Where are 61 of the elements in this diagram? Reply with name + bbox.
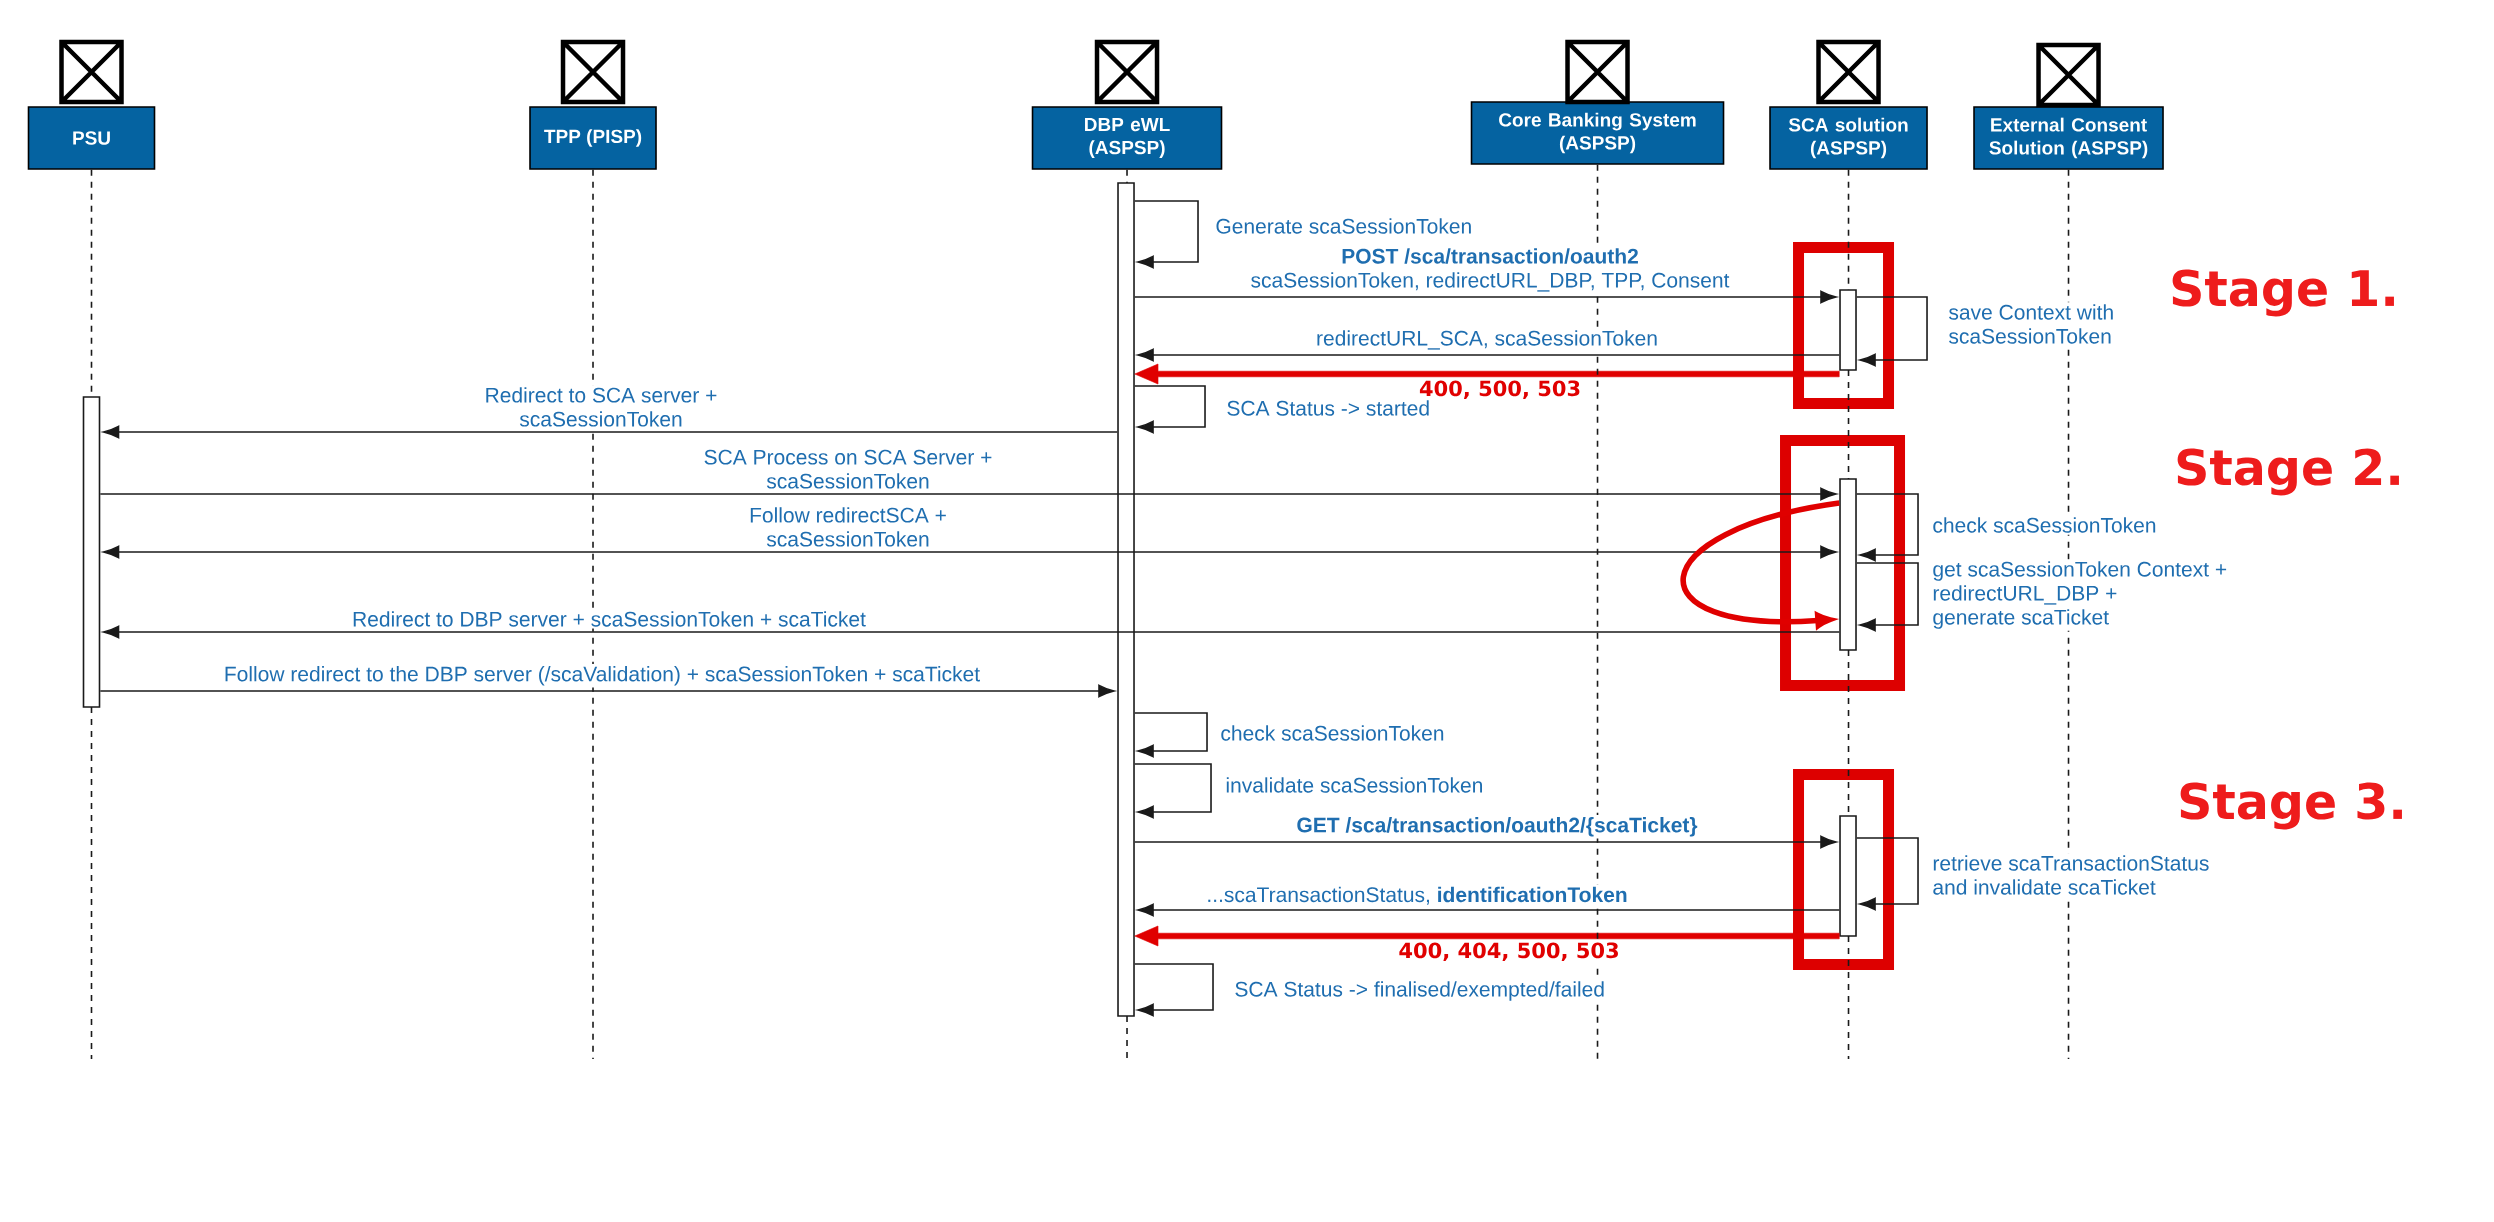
- loop-arrow: [1856, 837, 1919, 911]
- edge-label: redirectURL_SCA, scaSessionToken: [1314, 328, 1660, 352]
- loop-arrow: [1134, 763, 1212, 819]
- edge-label: Redirect to DBP server + scaSessionToken + scaTicket: [350, 609, 868, 629]
- stage-label: Stage 3.: [2180, 782, 2402, 830]
- activation-bar: [1117, 182, 1135, 1017]
- lifeline: [1847, 169, 1850, 1060]
- edge-label: GET /sca/transaction/oauth2/{scaTicket}: [1294, 815, 1700, 839]
- edge-label: 400, 500, 503: [1416, 378, 1584, 401]
- arrow: [102, 425, 1118, 439]
- edge-label: Follow redirect to the DBP server (/scaValidation) + scaSessionToken + scaTicket: [221, 664, 983, 688]
- edge-label: SCA Status -> started: [1224, 398, 1433, 418]
- arrow: [1134, 835, 1837, 849]
- arrow: [102, 545, 1837, 559]
- loop-arrow: [1134, 200, 1199, 269]
- edge-label: SCA Status -> finalised/exempted/failed: [1232, 979, 1608, 1003]
- participant-box: External Consent Solution (ASPSP): [1973, 106, 2164, 170]
- arrow: [99, 487, 1837, 501]
- edge-label: Follow redirectSCA + scaSessionToken: [747, 505, 949, 549]
- arrow: [99, 684, 1115, 698]
- stage-label: Stage 2.: [2177, 448, 2399, 496]
- participant-box: SCA solution (ASPSP): [1769, 106, 1928, 170]
- edge-label: check scaSessionToken: [1218, 723, 1447, 743]
- loop-arrow: [1134, 385, 1206, 434]
- loop-arrow: [1856, 562, 1919, 632]
- arrow: [102, 625, 1840, 639]
- edge-label: check scaSessionToken: [1930, 515, 2159, 535]
- loop-arrow: [1856, 493, 1919, 562]
- activation-bar: [1839, 478, 1857, 651]
- edge-label: save Context with scaSessionToken: [1946, 302, 2117, 346]
- arrow: [1134, 925, 1840, 947]
- edge-label: 400, 404, 500, 503: [1396, 940, 1622, 963]
- edge-label: get scaSessionToken Context + redirectURL_DBP + generate scaTicket: [1930, 559, 2230, 631]
- edge-label: ...scaTransactionStatus, identificationToken: [1204, 884, 1630, 907]
- arrow: [1134, 363, 1840, 385]
- curved-arrow: [1680, 500, 1840, 629]
- edge-label: invalidate scaSessionToken: [1223, 775, 1486, 795]
- lifeline: [592, 169, 594, 1060]
- arrow: [1134, 290, 1837, 304]
- participant-box: Core Banking System (ASPSP): [1470, 101, 1725, 165]
- edge-label: Redirect to SCA server + scaSessionToken: [482, 385, 720, 429]
- edge-label: SCA Process on SCA Server + scaSessionToken: [701, 447, 995, 491]
- loop-arrow: [1134, 712, 1208, 758]
- activation-bar: [82, 396, 101, 708]
- edge-label: POST /sca/transaction/oauth2 scaSessionToken, redirectURL_DBP, TPP, Consent: [1248, 246, 1732, 294]
- lifeline: [90, 169, 93, 1060]
- loop-arrow: [1856, 296, 1928, 367]
- arrow: [1137, 348, 1840, 362]
- participant-box: DBP eWL (ASPSP): [1031, 106, 1223, 170]
- highlight-frame: [1793, 242, 1894, 409]
- edge-label: retrieve scaTransactionStatus and invalidate scaTicket: [1930, 853, 2212, 897]
- participant-box: TPP (PISP): [529, 106, 657, 170]
- activation-bar: [1839, 289, 1857, 371]
- stage-label: Stage 1.: [2172, 269, 2394, 317]
- edge-label: Generate scaSessionToken: [1213, 216, 1475, 236]
- participant-box: PSU: [27, 106, 156, 170]
- loop-arrow: [1134, 963, 1214, 1017]
- activation-bar: [1839, 815, 1857, 937]
- highlight-frame: [1793, 769, 1894, 970]
- arrow: [1137, 903, 1840, 917]
- highlight-frame: [1780, 435, 1905, 691]
